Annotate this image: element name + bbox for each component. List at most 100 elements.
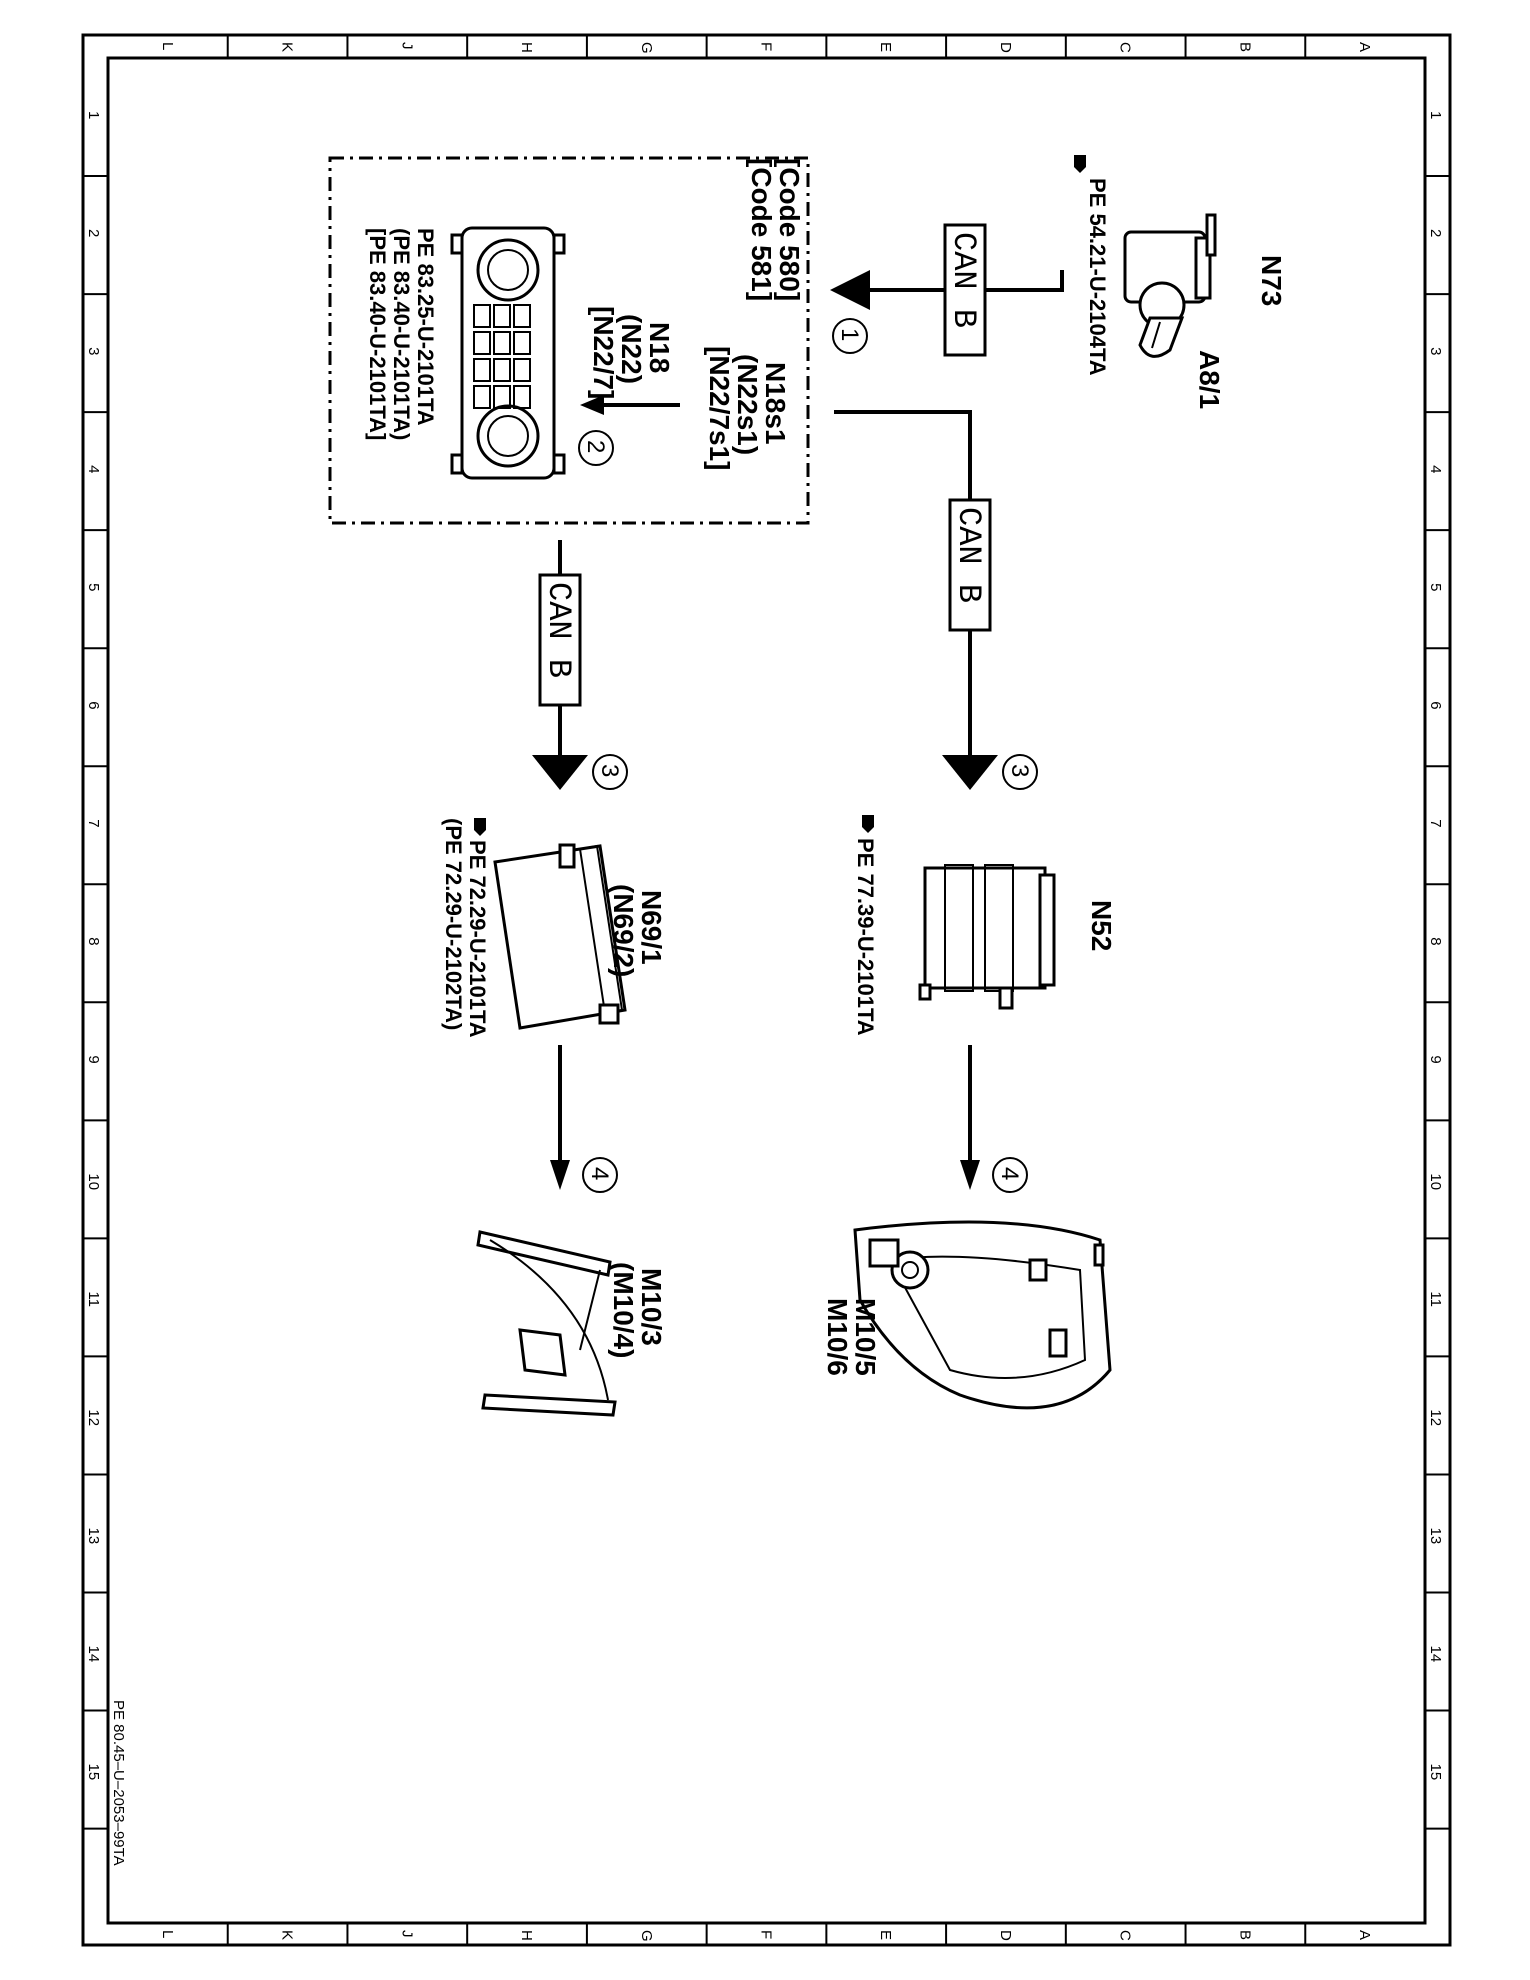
n22-7s1-label: [N22/7s1] xyxy=(704,346,735,471)
can-b-box-1 xyxy=(943,223,987,357)
m10-left-window-regulator xyxy=(476,1230,617,1417)
row-label: 2 xyxy=(85,229,102,237)
n18s1-label: N18s1 xyxy=(760,362,791,445)
row-label: 5 xyxy=(85,583,102,591)
column-label: D xyxy=(997,42,1014,53)
n18-ref-2: (PE 83.40-U-2101TA) xyxy=(389,228,414,440)
hand-pointer-icon-n52 xyxy=(862,815,874,833)
row-label: 9 xyxy=(1427,1055,1444,1063)
arrow-3-left-head xyxy=(532,755,588,790)
column-label: B xyxy=(1236,42,1253,52)
step-4-right-label: 4 xyxy=(996,1167,1023,1180)
step-4-right-badge xyxy=(992,1157,1028,1193)
column-label: G xyxy=(638,42,655,54)
n69-module xyxy=(493,843,627,1030)
row-label: 7 xyxy=(1427,819,1444,827)
code-580: [Code 580] xyxy=(774,158,805,301)
n18-label: N18 xyxy=(644,322,675,373)
row-label: 7 xyxy=(85,819,102,827)
column-label: H xyxy=(518,1930,535,1941)
n69-1-label: N69/1 xyxy=(636,890,667,965)
column-label: A xyxy=(1356,1930,1373,1940)
can-wire-right-top xyxy=(834,410,972,505)
step-3-left-badge xyxy=(592,754,628,790)
can-b-box-3 xyxy=(538,573,582,707)
step-1-badge xyxy=(832,318,868,354)
can-b-box-2 xyxy=(948,498,992,632)
m10-6-label: M10/6 xyxy=(822,1298,853,1376)
n73-sub-label: A8/1 xyxy=(1194,350,1225,409)
step-1-label: 1 xyxy=(836,328,863,341)
row-label: 14 xyxy=(85,1646,102,1663)
step-4-left-label: 4 xyxy=(586,1167,613,1180)
can-b-label-3: CAN B xyxy=(540,582,577,678)
can-b-label-1: CAN B xyxy=(945,232,982,328)
row-label: 13 xyxy=(85,1527,102,1544)
step-3-right-badge xyxy=(1002,754,1038,790)
row-label: 13 xyxy=(1427,1527,1444,1544)
row-label: 1 xyxy=(1427,111,1444,119)
row-label: 10 xyxy=(1427,1173,1444,1190)
n22-7-label: [N22/7] xyxy=(588,306,619,399)
arrow-4-right-head xyxy=(960,1160,980,1190)
n73-can-wire xyxy=(868,270,1064,292)
n18-control-panel xyxy=(450,226,566,480)
outer-frame xyxy=(81,33,1452,1947)
row-label: 8 xyxy=(1427,937,1444,945)
column-label: K xyxy=(279,42,296,52)
step-3-right-label: 3 xyxy=(1006,764,1033,777)
arrow-2-head xyxy=(580,395,604,415)
step-2-label: 2 xyxy=(582,440,609,453)
column-label: H xyxy=(518,42,535,53)
row-label: 12 xyxy=(1427,1409,1444,1426)
column-label: F xyxy=(758,1930,775,1939)
hand-pointer-icon xyxy=(1074,155,1086,173)
column-label: K xyxy=(279,1930,296,1940)
column-label: L xyxy=(159,1930,176,1938)
arrow-1-head xyxy=(830,270,870,310)
row-label: 14 xyxy=(1427,1646,1444,1663)
column-label: E xyxy=(877,1930,894,1940)
n73-switch xyxy=(1123,213,1217,358)
n52-module xyxy=(918,864,1056,1010)
m10-3-label: M10/3 xyxy=(636,1268,667,1346)
column-label: A xyxy=(1356,42,1373,52)
n22s1-label: (N22s1) xyxy=(732,354,763,455)
n73-ref: PE 54.21-U-2104TA xyxy=(1085,178,1110,376)
m10-4-label: (M10/4) xyxy=(608,1262,639,1358)
row-label: 15 xyxy=(1427,1764,1444,1781)
code-581: [Code 581] xyxy=(746,158,777,301)
n52-ref: PE 77.39-U-2101TA xyxy=(853,838,878,1036)
row-label: 15 xyxy=(85,1764,102,1781)
arrow-4-left-head xyxy=(550,1160,570,1190)
row-label: 3 xyxy=(85,347,102,355)
n73-label: N73 xyxy=(1256,255,1287,306)
column-label: B xyxy=(1236,1930,1253,1940)
row-label: 11 xyxy=(1427,1291,1444,1307)
column-label: J xyxy=(398,1930,415,1938)
column-label: G xyxy=(638,1930,655,1942)
can-b-label-2: CAN B xyxy=(950,507,987,603)
n18-dashed-box xyxy=(328,156,810,525)
row-label: 3 xyxy=(1427,347,1444,355)
column-label: D xyxy=(997,1930,1014,1941)
n69-2-label: (N69/2) xyxy=(608,884,639,977)
step-4-left-badge xyxy=(582,1157,618,1193)
column-label: E xyxy=(877,42,894,52)
row-label: 6 xyxy=(1427,701,1444,709)
inner-frame xyxy=(106,56,1427,1925)
row-label: 4 xyxy=(85,465,102,473)
n52-label: N52 xyxy=(1086,900,1117,951)
row-label: 10 xyxy=(85,1173,102,1190)
column-label: C xyxy=(1117,42,1134,53)
n18-ref-1: PE 83.25-U-2101TA xyxy=(413,228,438,426)
row-label: 12 xyxy=(85,1409,102,1426)
row-label: 5 xyxy=(1427,583,1444,591)
n69-ref-2: (PE 72.29-U-2102TA) xyxy=(441,818,466,1030)
row-label: 4 xyxy=(1427,465,1444,473)
m10-5-label: M10/5 xyxy=(850,1298,881,1376)
n69-ref-1: PE 72.29-U-2101TA xyxy=(465,840,490,1038)
